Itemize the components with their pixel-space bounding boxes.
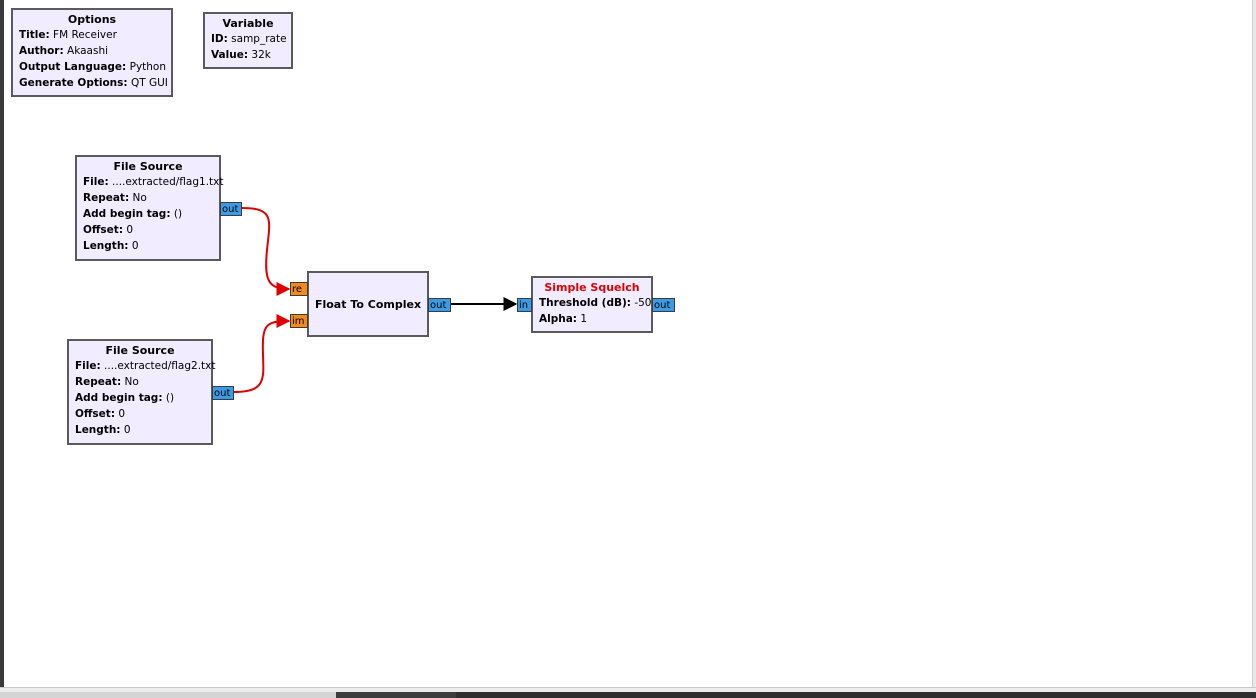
file-source-1-out-port[interactable]: out [220,202,242,216]
right-scrollbar[interactable] [1252,0,1256,698]
variable-block-title: Variable [222,17,274,30]
float-to-complex-out-port[interactable]: out [428,298,451,312]
file-source-2-out-port[interactable]: out [212,386,234,400]
variable-block[interactable]: Variable ID: samp_rate Value: 32k [203,12,293,69]
file-source-1-begin-tag-row: Add begin tag: () [83,208,183,220]
float-to-complex-re-port[interactable]: re [290,282,308,296]
file-source-2-file-row: File: ....extracted/flag2.txt [75,360,216,372]
file-source-1-block[interactable]: File Source File: ....extracted/flag1.tx… [75,155,224,261]
file-source-2-repeat-row: Repeat: No [75,376,139,388]
options-generate-options-row: Generate Options: QT GUI [19,77,168,89]
file-source-1-length-row: Length: 0 [83,240,139,252]
variable-id-row: ID: samp_rate [211,33,287,45]
file-source-2-block[interactable]: File Source File: ....extracted/flag2.tx… [67,339,216,445]
bottom-panel-tab-a[interactable] [0,692,336,698]
float-to-complex-title: Float To Complex [314,297,422,311]
options-output-language-row: Output Language: Python [19,61,167,73]
file-source-2-length-row: Length: 0 [75,424,131,436]
variable-value-row: Value: 32k [211,49,271,61]
bottom-panel-tab-b[interactable] [336,692,456,698]
options-block-title: Options [67,13,117,26]
options-block[interactable]: Options Title: FM Receiver Author: Akaas… [11,8,173,97]
file-source-1-file-row: File: ....extracted/flag1.txt [83,176,224,188]
options-author-row: Author: Akaashi [19,45,109,57]
simple-squelch-threshold-row: Threshold (dB): -50 [539,297,652,309]
file-source-1-offset-row: Offset: 0 [83,224,134,236]
file-source-2-offset-row: Offset: 0 [75,408,126,420]
file-source-2-begin-tag-row: Add begin tag: () [75,392,175,404]
simple-squelch-block[interactable]: Simple Squelch Threshold (dB): -50 Alpha… [531,276,653,333]
file-source-1-title: File Source [113,160,183,173]
simple-squelch-title: Simple Squelch [544,281,640,294]
file-source-2-title: File Source [105,344,175,357]
bottom-panel-area [456,692,1256,698]
float-to-complex-block[interactable]: Float To Complex [307,271,429,337]
float-to-complex-im-port[interactable]: im [290,314,308,328]
simple-squelch-in-port[interactable]: in [517,298,532,312]
left-panel-edge [0,0,4,698]
simple-squelch-alpha-row: Alpha: 1 [539,313,588,325]
options-title-row: Title: FM Receiver [19,29,117,41]
simple-squelch-out-port[interactable]: out [652,298,675,312]
file-source-1-repeat-row: Repeat: No [83,192,147,204]
